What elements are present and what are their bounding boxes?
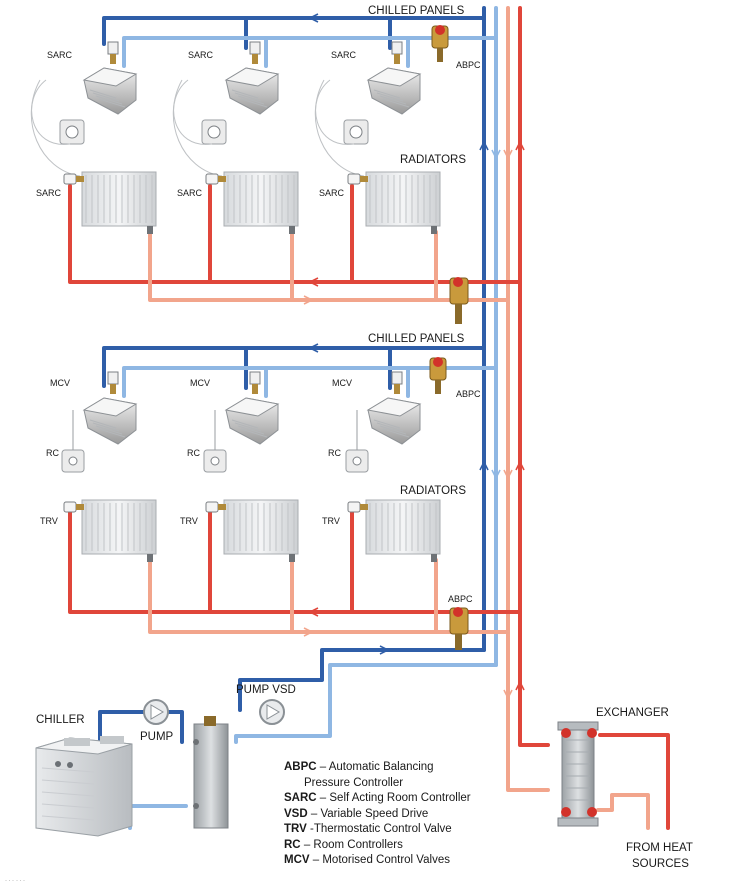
pump-vsd-label: PUMP VSD bbox=[236, 684, 296, 696]
room-thermostat-2 bbox=[172, 79, 227, 177]
abpc-label-1: ABPC bbox=[456, 60, 481, 70]
bottom-heat-flow-header bbox=[68, 510, 522, 614]
legend: ABPC – Automatic Balancing Pressure Cont… bbox=[284, 760, 471, 869]
rc-label-1: RC bbox=[46, 448, 59, 458]
trv-label-1: TRV bbox=[40, 516, 58, 526]
heat-sources-label-line1: FROM HEAT bbox=[626, 842, 693, 854]
pump-label: PUMP bbox=[140, 731, 174, 743]
room-controller-2 bbox=[203, 410, 227, 473]
abpc-valve-bottom bbox=[449, 607, 469, 650]
abpc-label-3: ABPC bbox=[448, 594, 473, 604]
mcv-label-2: MCV bbox=[190, 378, 210, 388]
abpc-valve-top bbox=[431, 25, 449, 62]
legend-row: SARC – Self Acting Room Controller bbox=[284, 792, 471, 804]
pipework bbox=[68, 6, 670, 830]
top-heat-return-header bbox=[148, 230, 510, 302]
abpc-label-2: ABPC bbox=[456, 389, 481, 399]
sarc-panel-label-3: SARC bbox=[331, 50, 357, 60]
pump-vsd-icon bbox=[259, 699, 285, 725]
room-controller-3 bbox=[345, 410, 369, 473]
chilled-panel-unit-mid-1 bbox=[82, 371, 138, 445]
heat-sources-label-line2: SOURCES bbox=[632, 858, 689, 870]
radiator-top-3 bbox=[347, 171, 441, 234]
top-chilled-flow-header bbox=[102, 16, 486, 46]
chilled-panel-unit-top-1 bbox=[82, 41, 138, 115]
room-controller-1 bbox=[61, 410, 85, 473]
flow-arrows bbox=[303, 13, 525, 700]
abpc-valve-chilled-mid bbox=[429, 357, 447, 394]
sarc-panel-label-1: SARC bbox=[47, 50, 73, 60]
heat-flow-riser bbox=[518, 6, 550, 747]
legend-row: TRV -Thermostatic Control Valve bbox=[284, 823, 452, 835]
legend-row: RC – Room Controllers bbox=[284, 838, 403, 851]
bottom-heat-return-header bbox=[148, 558, 510, 634]
chiller-return-pipe bbox=[234, 663, 498, 744]
top-heat-flow-header bbox=[68, 184, 522, 284]
chilled-panel-unit-top-2 bbox=[224, 41, 280, 115]
mid-chilled-flow-header bbox=[102, 346, 486, 388]
plate-heat-exchanger bbox=[557, 721, 599, 827]
radiators-title-bottom: RADIATORS bbox=[400, 485, 466, 497]
chiller-label: CHILLER bbox=[36, 714, 85, 726]
legend-row: VSD – Variable Speed Drive bbox=[284, 807, 429, 820]
radiator-bottom-2 bbox=[205, 499, 299, 562]
sarc-radiator-label-2: SARC bbox=[177, 188, 203, 198]
room-thermostat-1 bbox=[30, 79, 85, 177]
mid-chilled-return-header bbox=[122, 366, 498, 398]
chilled-panel-unit-mid-2 bbox=[224, 371, 280, 445]
pump-icon bbox=[143, 699, 169, 725]
sarc-radiator-label-3: SARC bbox=[319, 188, 345, 198]
legend-row: Pressure Controller bbox=[304, 776, 404, 789]
chilled-panels-title-top: CHILLED PANELS bbox=[368, 5, 465, 17]
heat-source-return bbox=[596, 793, 650, 830]
mcv-label-1: MCV bbox=[50, 378, 70, 388]
radiator-top-1 bbox=[63, 171, 157, 234]
legend-row: MCV – Motorised Control Valves bbox=[284, 854, 450, 866]
top-chilled-return-header bbox=[122, 36, 498, 68]
radiator-top-2 bbox=[205, 171, 299, 234]
rc-label-2: RC bbox=[187, 448, 200, 458]
radiator-bottom-3 bbox=[347, 499, 441, 562]
chiller-flow-pipe bbox=[238, 648, 486, 712]
mcv-label-3: MCV bbox=[332, 378, 352, 388]
radiators-title-top: RADIATORS bbox=[400, 154, 466, 166]
chilled-panels-title-mid: CHILLED PANELS bbox=[368, 333, 465, 345]
chiller-unit bbox=[35, 736, 133, 837]
radiator-bottom-1 bbox=[63, 499, 157, 562]
rc-label-3: RC bbox=[328, 448, 341, 458]
chilled-panel-unit-mid-3 bbox=[366, 371, 422, 445]
room-thermostat-3 bbox=[314, 79, 369, 177]
exchanger-label: EXCHANGER bbox=[596, 707, 669, 719]
heat-source-flow bbox=[598, 733, 670, 830]
clipped-caption: …… bbox=[4, 873, 26, 881]
sarc-panel-label-2: SARC bbox=[188, 50, 214, 60]
chilled-panel-unit-top-3 bbox=[366, 41, 422, 115]
legend-row: ABPC – Automatic Balancing bbox=[284, 761, 434, 773]
trv-label-3: TRV bbox=[322, 516, 340, 526]
sarc-radiator-label-1: SARC bbox=[36, 188, 62, 198]
trv-label-2: TRV bbox=[180, 516, 198, 526]
buffer-vessel bbox=[193, 716, 229, 829]
heat-return-riser bbox=[506, 6, 550, 792]
abpc-valve-mid bbox=[449, 277, 469, 324]
